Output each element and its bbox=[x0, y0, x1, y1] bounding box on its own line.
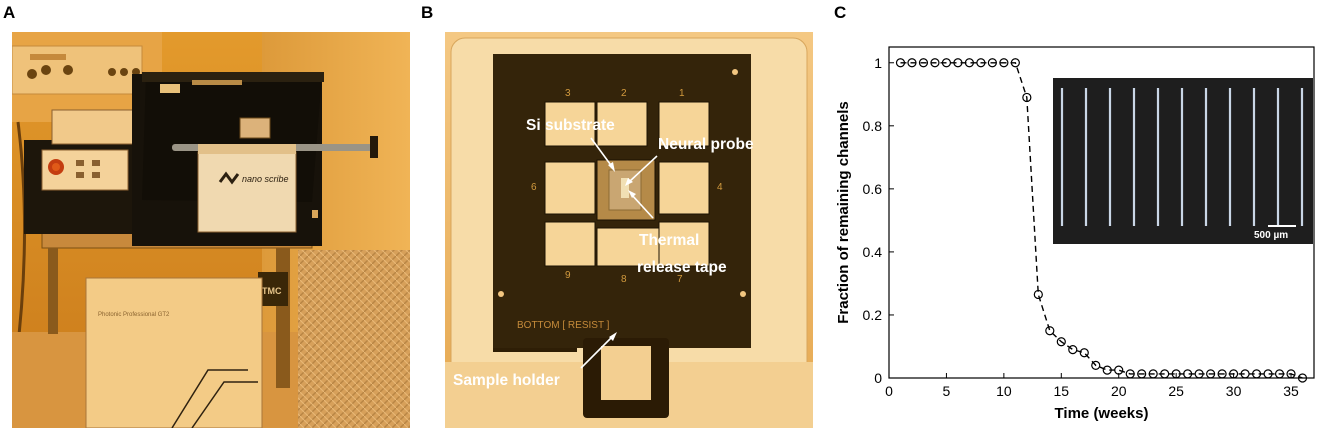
label-thermal-release-tape-line2: release tape bbox=[637, 259, 727, 276]
data-point bbox=[907, 58, 917, 68]
slot-number-3: 3 bbox=[565, 88, 571, 99]
data-point bbox=[1114, 365, 1124, 375]
y-axis-label: Fraction of remaining channels bbox=[835, 101, 852, 324]
scale-bar-label: 500 µm bbox=[1254, 230, 1288, 241]
slot-number-8: 8 bbox=[621, 274, 627, 285]
data-point bbox=[1263, 369, 1273, 379]
y-tick-label: 0.6 bbox=[863, 181, 883, 197]
data-point bbox=[987, 58, 997, 68]
x-tick-label: 15 bbox=[1054, 383, 1070, 399]
data-point bbox=[1274, 369, 1285, 379]
slot-number-9: 9 bbox=[565, 270, 571, 281]
photo-sample-holder: 3 2 1 6 4 9 8 7 BOTTOM [ RESIST ] Si sub… bbox=[445, 32, 813, 428]
label-thermal-release-tape-line1: Thermal bbox=[639, 232, 699, 249]
y-tick-label: 0.2 bbox=[863, 307, 883, 323]
data-point bbox=[1125, 369, 1135, 379]
data-point bbox=[930, 58, 940, 68]
data-point bbox=[976, 58, 986, 68]
plot-area bbox=[888, 46, 1315, 379]
data-point bbox=[964, 58, 975, 68]
data-point bbox=[1160, 369, 1170, 379]
label-neural-probe: Neural probe bbox=[658, 136, 754, 153]
data-point bbox=[918, 58, 929, 68]
data-point bbox=[1102, 365, 1112, 375]
holder-bottom-text: BOTTOM [ RESIST ] bbox=[517, 320, 610, 331]
x-tick-label: 25 bbox=[1168, 383, 1184, 399]
data-point bbox=[1171, 369, 1181, 379]
data-point bbox=[1194, 369, 1204, 379]
slot-number-2: 2 bbox=[621, 88, 627, 99]
slot-number-7: 7 bbox=[677, 274, 683, 285]
data-point bbox=[1022, 92, 1032, 103]
slot-number-4: 4 bbox=[717, 182, 723, 193]
x-tick-label: 10 bbox=[996, 383, 1012, 399]
slot-number-1: 1 bbox=[679, 88, 685, 99]
data-point bbox=[1033, 289, 1043, 300]
data-point bbox=[1251, 369, 1262, 379]
inset-probe-micrograph: 500 µm bbox=[1053, 78, 1313, 244]
slot-number-6: 6 bbox=[531, 182, 537, 193]
data-point bbox=[1240, 369, 1250, 379]
data-point bbox=[895, 58, 906, 68]
data-point bbox=[1045, 326, 1055, 336]
data-point bbox=[1010, 58, 1020, 68]
x-tick-label: 20 bbox=[1111, 383, 1127, 399]
series-line bbox=[900, 62, 1303, 379]
chart-remaining-channels: 500 µm 0 5 10 15 20 25 30 35 0 0.2 0.4 0.6 0.8 1 Frac… bbox=[835, 46, 1315, 422]
y-tick-label: 0.4 bbox=[863, 244, 883, 260]
data-point bbox=[1091, 360, 1101, 370]
data-point bbox=[999, 58, 1009, 68]
data-point bbox=[1206, 369, 1216, 379]
x-tick-label: 0 bbox=[885, 383, 893, 399]
x-tick-label: 30 bbox=[1226, 383, 1242, 399]
y-tick-label: 0 bbox=[874, 370, 882, 386]
data-point bbox=[1183, 369, 1193, 379]
data-point bbox=[1217, 369, 1227, 379]
data-point bbox=[1137, 369, 1147, 379]
y-tick-label: 1 bbox=[874, 55, 882, 71]
panel-label-a: A bbox=[3, 3, 16, 22]
tmc-label: TMC bbox=[262, 286, 282, 296]
data-point bbox=[1286, 369, 1296, 379]
data-point bbox=[1148, 369, 1158, 379]
data-point bbox=[1068, 345, 1078, 355]
panel-label-b: B bbox=[421, 3, 434, 22]
photo-nanoscribe-system: TMC Photonic Professional GT2 nano scrib… bbox=[12, 32, 410, 428]
data-point bbox=[1056, 337, 1066, 347]
data-point bbox=[1228, 369, 1239, 379]
data-point bbox=[1079, 348, 1089, 358]
x-axis-label: Time (weeks) bbox=[1055, 405, 1149, 422]
panel-label-c: C bbox=[834, 3, 847, 22]
data-point bbox=[941, 58, 952, 68]
cabinet-label: Photonic Professional GT2 bbox=[98, 312, 170, 318]
label-sample-holder: Sample holder bbox=[453, 372, 560, 389]
data-point bbox=[953, 58, 963, 68]
x-tick-label: 35 bbox=[1283, 383, 1299, 399]
data-point bbox=[1297, 373, 1308, 383]
label-si-substrate: Si substrate bbox=[526, 117, 615, 134]
y-tick-label: 0.8 bbox=[863, 118, 883, 134]
nanoscribe-logo-text: nano scribe bbox=[242, 174, 289, 184]
x-tick-label: 5 bbox=[943, 383, 951, 399]
